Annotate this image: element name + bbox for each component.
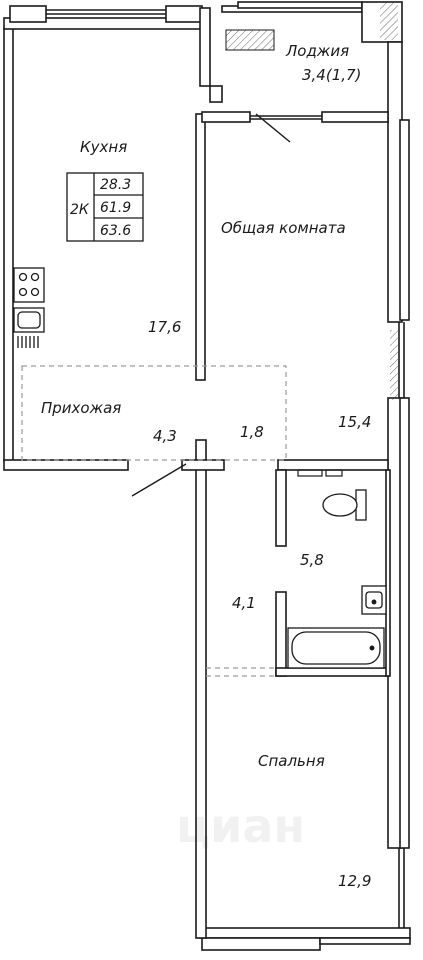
vent-shaft	[225, 29, 275, 51]
interior-walls	[3, 111, 391, 677]
living-room-name: Общая комната	[221, 219, 346, 237]
corridor-area: 1,8	[240, 423, 264, 441]
hall-name: Прихожая	[41, 399, 121, 417]
sink-icon	[13, 307, 45, 348]
stove-icon	[13, 267, 45, 303]
area-badge	[66, 172, 144, 242]
loggia-door-leaf	[255, 113, 291, 143]
zone-outlines	[21, 365, 287, 677]
bathtub-icon	[287, 627, 385, 669]
loggia-side-hatch	[380, 2, 398, 40]
washbasin-icon	[361, 585, 387, 615]
bathroom-area: 5,8	[300, 551, 324, 569]
doors	[131, 113, 291, 497]
badge-room-type: 2К	[70, 202, 90, 218]
badge-total-with-loggia: 63.6	[100, 223, 131, 239]
kitchen-wall-fixture	[297, 469, 343, 477]
kitchen-area: 17,6	[148, 318, 181, 336]
badge-living-area: 28.3	[100, 177, 131, 193]
exterior-walls	[3, 1, 411, 951]
loggia-area: 3,4(1,7)	[302, 66, 361, 84]
kitchen-name: Кухня	[80, 138, 127, 156]
toilet-icon	[322, 489, 367, 521]
column-hatch	[390, 330, 398, 400]
watermark-text: циан	[176, 799, 305, 853]
hall-area: 4,3	[153, 427, 177, 445]
badge-total-area: 61.9	[100, 200, 131, 216]
loggia-name: Лоджия	[285, 42, 349, 60]
entrance-door-leaf	[131, 463, 187, 497]
living-room-area: 15,4	[338, 413, 371, 431]
bedroom-name: Спальня	[258, 752, 325, 770]
bedroom-area: 12,9	[338, 872, 371, 890]
passage-area: 4,1	[232, 594, 256, 612]
